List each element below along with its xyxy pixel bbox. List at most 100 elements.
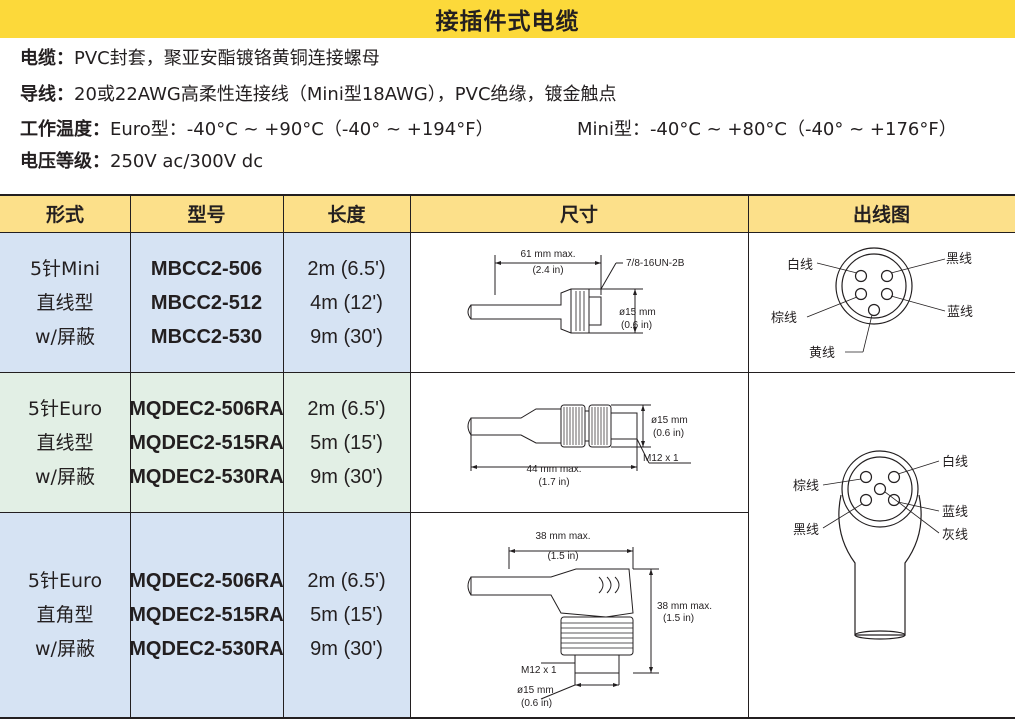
dim-length: 61 mm max.	[520, 249, 575, 260]
dim-length: 44 mm max.	[526, 464, 581, 475]
row3-form: 5针Euro 直角型 w/屏蔽	[0, 513, 130, 717]
cable-length: 9m (30')	[310, 638, 383, 660]
mini-straight-dimension-drawing: 61 mm max. (2.4 in) 7/8-16UN-2B ø15 mm (…	[467, 249, 685, 334]
row2-form-line: w/屏蔽	[35, 466, 95, 488]
pin-label-blue: 蓝线	[942, 504, 968, 519]
dim-diameter-in: (0.6 in)	[653, 428, 684, 439]
row2-form-line: 直线型	[36, 432, 94, 454]
euro-pinout-diagram: 白线 棕线 蓝线 黑线 灰线	[793, 450, 968, 640]
spec-cable-value: PVC封套，聚亚安酯镀铬黄铜连接螺母	[74, 48, 380, 69]
cable-length: 5m (15')	[310, 604, 383, 626]
cable-length: 2m (6.5')	[307, 258, 386, 280]
pin-label-gray: 灰线	[942, 527, 968, 542]
title-bar: 接插件式电缆	[0, 0, 1015, 38]
spec-temp-euro: Euro型：-40°C ~ +90°C（-40° ~ +194°F）	[110, 119, 494, 140]
pin-label-black: 黑线	[946, 251, 972, 266]
row2-lengths: 2m (6.5') 5m (15') 9m (30')	[283, 373, 410, 513]
spec-cable-label: 电缆：	[20, 48, 74, 69]
page-title: 接插件式电缆	[435, 9, 580, 35]
euro-straight-dimension-drawing: ø15 mm (0.6 in) M12 x 1 44 mm max. (1.7 …	[467, 404, 691, 488]
spec-voltage: 电压等级：250V ac/300V dc	[20, 151, 263, 173]
model-number: MQDEC2-506RA	[129, 398, 284, 420]
dim-width-in: (1.5 in)	[547, 551, 578, 562]
row1-rule	[0, 372, 1015, 373]
cable-length: 4m (12')	[310, 292, 383, 314]
row3-form-line: w/屏蔽	[35, 638, 95, 660]
row3-bg	[0, 513, 410, 719]
table-bottom-rule	[0, 717, 1015, 719]
table-header-row	[0, 195, 1015, 232]
pin-label-blue: 蓝线	[947, 304, 973, 319]
model-number: MQDEC2-515RA	[129, 432, 284, 454]
row1-form-line: 5针Mini	[29, 258, 101, 280]
spec-temp-label: 工作温度：	[20, 119, 110, 140]
row3-models: MQDEC2-506RA MQDEC2-515RA MQDEC2-530RA	[129, 513, 284, 717]
col-divider-2	[283, 195, 284, 717]
row1-lengths: 2m (6.5') 4m (12') 9m (30')	[283, 233, 410, 373]
dim-width: 38 mm max.	[535, 531, 590, 542]
pin-label-white: 白线	[942, 454, 968, 469]
row1-form-line: w/屏蔽	[35, 326, 95, 348]
cable-length: 9m (30')	[310, 466, 383, 488]
col-divider-4	[748, 195, 749, 717]
dim-height: 38 mm max.	[657, 601, 712, 612]
dim-thread: M12 x 1	[643, 453, 679, 464]
cable-length: 2m (6.5')	[307, 570, 386, 592]
cable-length: 9m (30')	[310, 326, 383, 348]
spec-wire: 导线：20或22AWG高柔性连接线（Mini型18AWG），PVC绝缘，镀金触点	[20, 84, 617, 106]
pin-label-yellow: 黄线	[809, 345, 835, 360]
header-pinout: 出线图	[852, 204, 910, 226]
dim-length-in: (1.7 in)	[538, 477, 569, 488]
row2-form-line: 5针Euro	[27, 398, 103, 420]
col-divider-3	[410, 195, 411, 717]
dim-diameter: ø15 mm	[651, 415, 688, 426]
row3-form-line: 直角型	[36, 604, 94, 626]
pin-label-black: 黑线	[793, 522, 819, 537]
header-model: 型号	[187, 204, 226, 226]
row2-rule	[0, 512, 748, 513]
pin-label-brown: 棕线	[771, 310, 797, 325]
header-dimensions: 尺寸	[559, 204, 598, 226]
row2-models: MQDEC2-506RA MQDEC2-515RA MQDEC2-530RA	[129, 373, 284, 513]
row1-form-line: 直线型	[36, 292, 94, 314]
dim-height-in: (1.5 in)	[663, 613, 694, 624]
model-number: MQDEC2-515RA	[129, 604, 284, 626]
header-length: 长度	[327, 204, 366, 226]
model-number: MQDEC2-506RA	[129, 570, 284, 592]
spec-cable: 电缆：PVC封套，聚亚安酯镀铬黄铜连接螺母	[20, 48, 380, 70]
cable-length: 5m (15')	[310, 432, 383, 454]
pin-label-brown: 棕线	[793, 478, 819, 493]
spec-temp-mini: Mini型：-40°C ~ +80°C（-40° ~ +176°F）	[577, 119, 957, 140]
dim-diameter-in: (0.6 in)	[621, 320, 652, 331]
dim-thread: 7/8-16UN-2B	[626, 258, 685, 269]
spec-voltage-label: 电压等级：	[20, 151, 110, 172]
model-number: MBCC2-512	[150, 292, 263, 314]
table-top-rule	[0, 194, 1015, 196]
dim-diameter-in: (0.6 in)	[521, 698, 552, 709]
dim-diameter: ø15 mm	[517, 685, 554, 696]
col-divider-1	[130, 195, 131, 717]
model-number: MBCC2-506	[150, 258, 263, 280]
spec-wire-label: 导线：	[20, 84, 74, 105]
row1-models: MBCC2-506 MBCC2-512 MBCC2-530	[130, 233, 283, 373]
header-form: 形式	[45, 204, 84, 226]
dim-length-in: (2.4 in)	[532, 265, 563, 276]
model-number: MQDEC2-530RA	[129, 638, 284, 660]
dim-thread: M12 x 1	[521, 665, 557, 676]
row2-form: 5针Euro 直线型 w/屏蔽	[0, 373, 130, 513]
spec-temp: 工作温度：Euro型：-40°C ~ +90°C（-40° ~ +194°F） M…	[20, 119, 957, 141]
dim-diameter: ø15 mm	[619, 307, 656, 318]
model-number: MQDEC2-530RA	[129, 466, 284, 488]
model-number: MBCC2-530	[150, 326, 263, 348]
euro-right-angle-dimension-drawing: 38 mm max. (1.5 in) 38 mm max. (1.5 in) …	[467, 531, 712, 709]
row1-bg	[0, 233, 410, 373]
header-rule	[0, 232, 1015, 233]
row1-form: 5针Mini 直线型 w/屏蔽	[0, 233, 130, 373]
row3-form-line: 5针Euro	[27, 570, 103, 592]
row3-lengths: 2m (6.5') 5m (15') 9m (30')	[283, 513, 410, 717]
row2-bg	[0, 373, 410, 513]
pin-label-white: 白线	[787, 257, 813, 272]
cable-length: 2m (6.5')	[307, 398, 386, 420]
spec-voltage-value: 250V ac/300V dc	[110, 151, 264, 172]
spec-wire-value: 20或22AWG高柔性连接线（Mini型18AWG），PVC绝缘，镀金触点	[74, 84, 617, 105]
